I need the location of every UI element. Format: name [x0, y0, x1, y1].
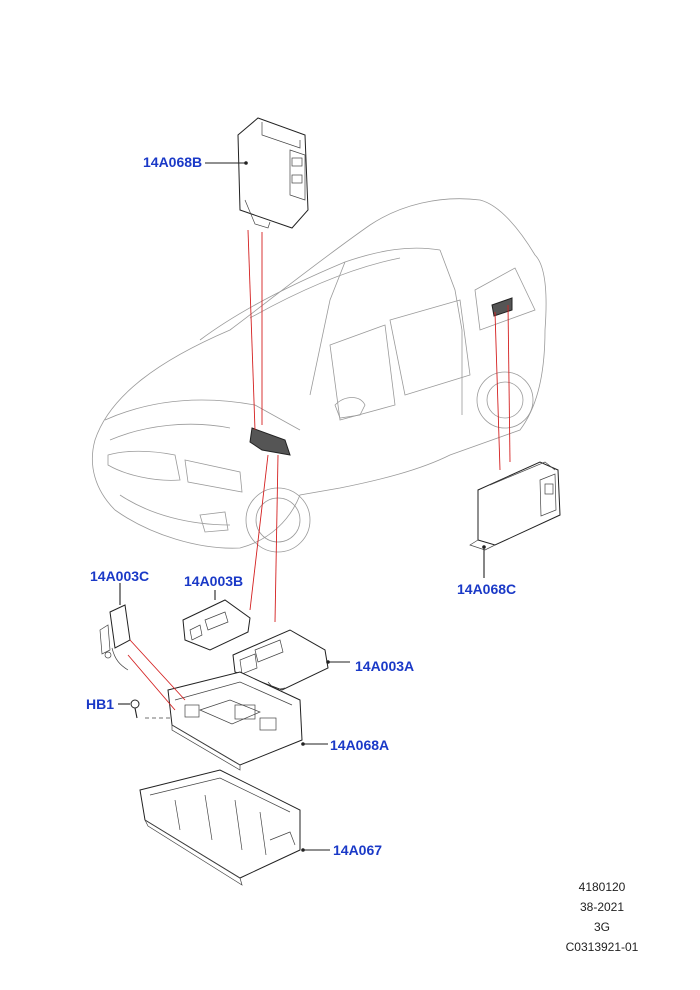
module-14A068B — [237, 117, 309, 229]
reference-number: 4180120 — [578, 880, 626, 894]
vehicle-outline — [91, 198, 547, 553]
callout-14A003C[interactable]: 14A003C — [90, 568, 150, 584]
module-14A003A — [232, 629, 329, 691]
callout-14A003A[interactable]: 14A003A — [355, 658, 415, 674]
reference-code: 3G — [593, 920, 610, 934]
red-leader-lines — [127, 229, 511, 711]
module-14A068C — [469, 461, 561, 551]
bolt-HB1 — [130, 699, 140, 719]
callout-14A067[interactable]: 14A067 — [333, 842, 383, 858]
fusebox-14A068A — [167, 671, 303, 771]
callout-14A068B[interactable]: 14A068B — [143, 154, 203, 170]
installed-module-rear — [491, 297, 513, 317]
module-14A003B — [182, 599, 251, 651]
reference-date: 38-2021 — [579, 900, 625, 914]
tray-14A067 — [139, 769, 301, 886]
callout-14A068A[interactable]: 14A068A — [330, 737, 390, 753]
reference-illustration-id: C0313921-01 — [565, 940, 639, 954]
callout-14A003B[interactable]: 14A003B — [184, 573, 244, 589]
callout-HB1[interactable]: HB1 — [86, 696, 115, 712]
callout-14A068C[interactable]: 14A068C — [457, 581, 517, 597]
harness-14A003C — [99, 604, 131, 671]
installed-module-front — [249, 427, 291, 456]
